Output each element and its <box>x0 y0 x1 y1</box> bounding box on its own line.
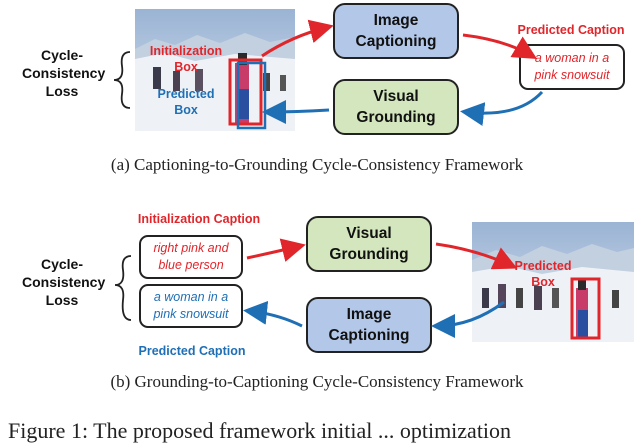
boxes-overlay-a <box>228 58 267 130</box>
predicted-caption-box-b: a woman in a pink snowsuit <box>139 284 243 328</box>
visual-grounding-module-b: Visual Grounding <box>306 216 432 272</box>
arrow-captioning-to-caption-b <box>243 300 303 328</box>
predicted-box-label-a: Predicted Box <box>157 87 215 117</box>
arrows-layer <box>113 19 544 338</box>
arrow-grounding-to-image-b <box>435 242 518 270</box>
figure-caption-fragment: Figure 1: The proposed framework initial… <box>8 418 512 443</box>
brace-b <box>114 255 132 321</box>
initialization-caption-label: Initialization Caption <box>137 212 261 226</box>
panel-b-caption: (b) Grounding-to-Captioning Cycle-Consis… <box>110 372 524 391</box>
arrow-caption-to-grounding-b <box>246 238 306 262</box>
arrow-box-to-captioning <box>261 19 334 58</box>
cycle-consistency-loss-label-b: Cycle- Consistency Loss <box>22 256 106 308</box>
brace-a <box>113 51 131 109</box>
predicted-caption-label-b: Predicted Caption <box>138 344 246 358</box>
visual-grounding-module-a: Visual Grounding <box>333 79 459 135</box>
image-captioning-module-a: Image Captioning <box>333 3 459 59</box>
arrow-grounding-to-box <box>262 99 330 124</box>
predicted-caption-label-a: Predicted Caption <box>517 23 625 37</box>
ski-photo-b <box>472 222 634 342</box>
cycle-consistency-loss-label-a: Cycle- Consistency Loss <box>22 47 106 99</box>
initialization-caption-box: right pink and blue person <box>139 235 243 279</box>
panel-a-caption: (a) Captioning-to-Grounding Cycle-Consis… <box>110 155 524 174</box>
image-captioning-module-b: Image Captioning <box>306 297 432 353</box>
boxes-overlay-b <box>570 277 601 340</box>
arrow-caption-to-grounding <box>460 90 544 126</box>
initialization-box-label: Initialization Box <box>149 44 223 74</box>
predicted-box-label-b: Predicted Box <box>514 259 572 289</box>
arrow-image-to-captioning-b <box>431 300 505 338</box>
arrow-captioning-to-caption <box>462 33 538 60</box>
